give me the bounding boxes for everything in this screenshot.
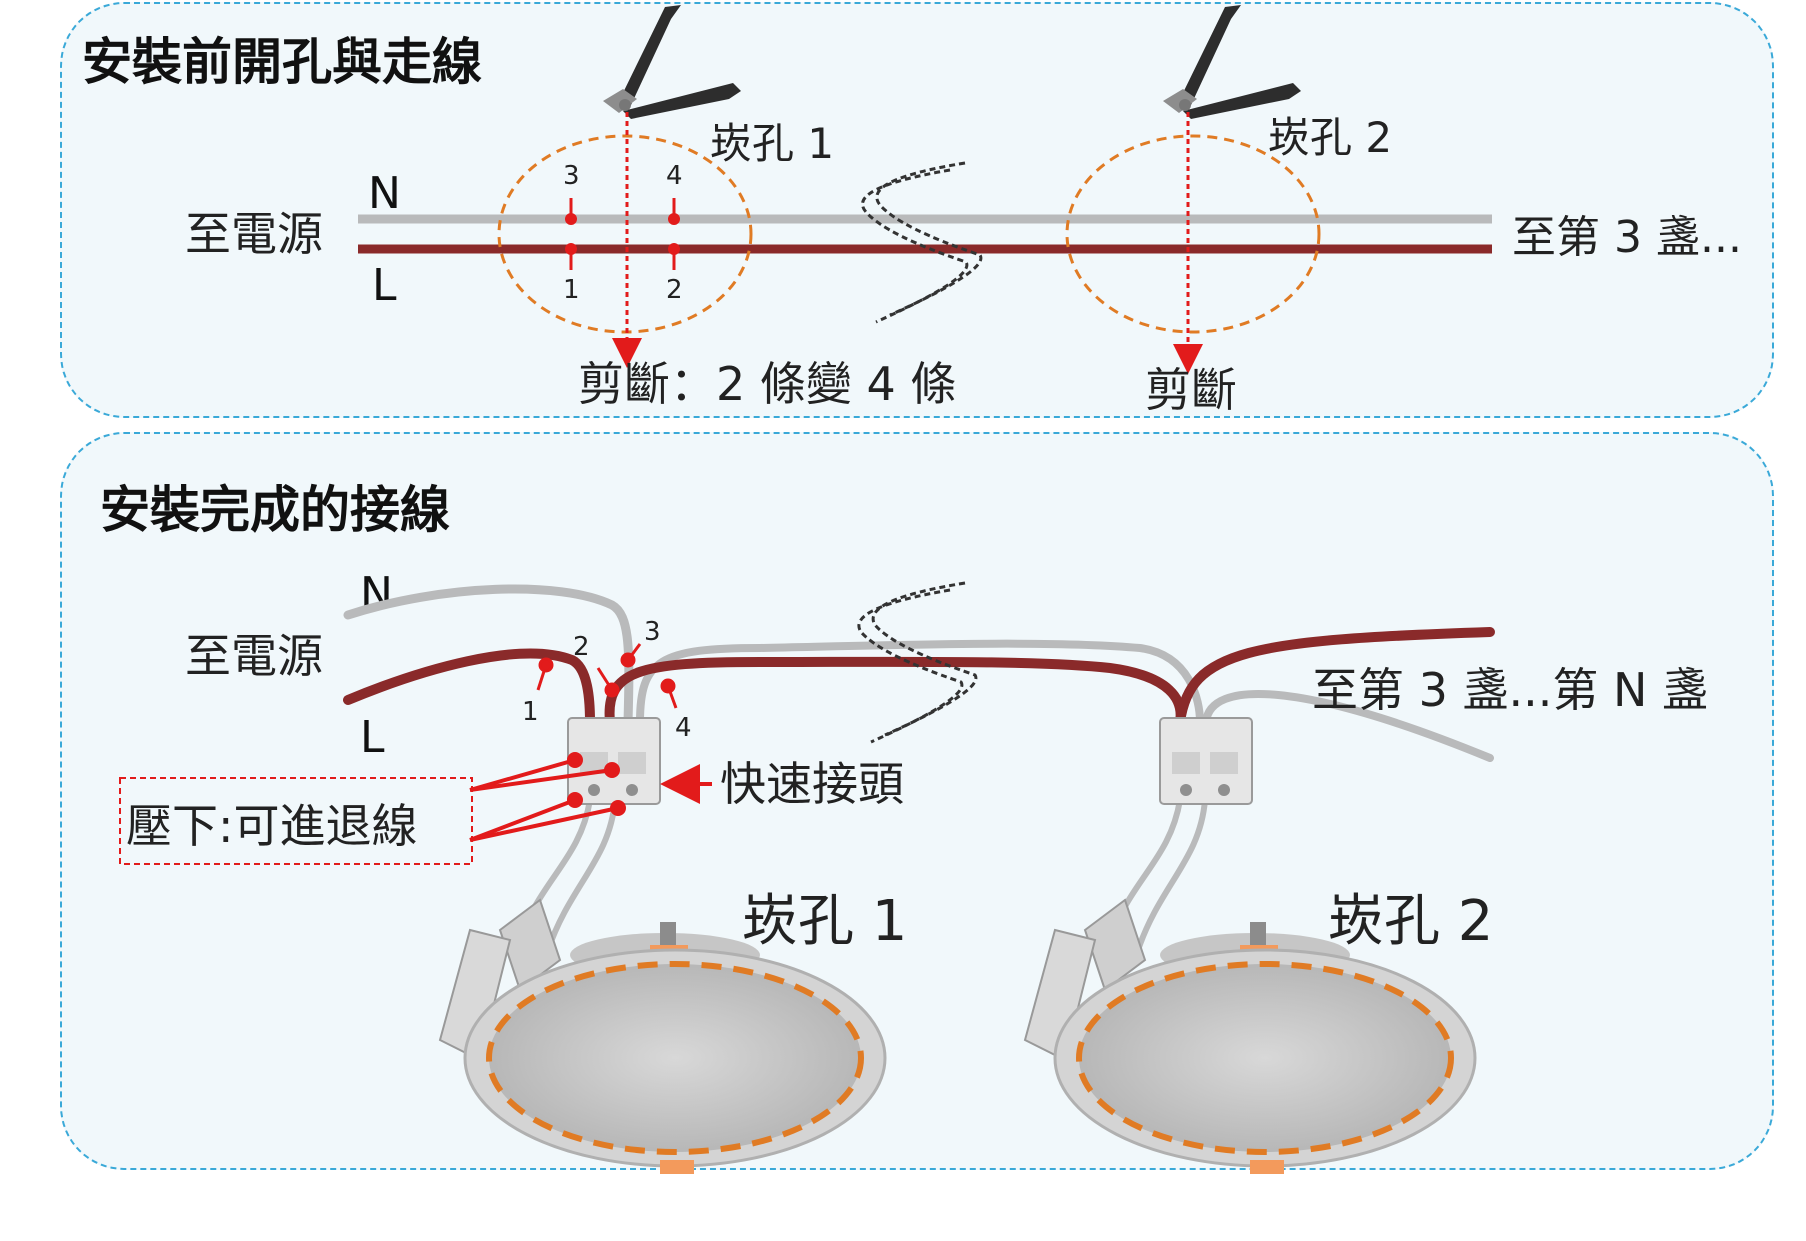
top-n-label: N: [368, 168, 401, 219]
bottom-hole1-label: 崁孔 1: [742, 889, 907, 954]
cut2-label: 剪斷: [1145, 363, 1237, 417]
wire-cutter-icon: [603, 5, 741, 119]
bottom-l-label: L: [360, 712, 385, 763]
top-hole1-label: 崁孔 1: [710, 119, 834, 168]
wire-number: 1: [522, 697, 539, 727]
connector-label: 快速接頭: [720, 757, 904, 811]
bottom-wires: [348, 589, 1490, 950]
wire-number: 4: [675, 713, 692, 743]
bottom-next-label: 至第 3 盞...第 N 盞: [1312, 663, 1708, 717]
bottom-hole2-label: 崁孔 2: [1328, 889, 1493, 954]
wire-number: 3: [644, 617, 661, 647]
top-point-number: 2: [666, 275, 683, 305]
wire-number: 2: [573, 632, 590, 662]
cut1-label: 剪斷：2 條變 4 條: [578, 357, 956, 411]
bottom-power-label: 至電源: [185, 629, 323, 683]
top-l-label: L: [372, 260, 397, 311]
quick-connector-icon: [1160, 718, 1252, 804]
top-point-number: 3: [563, 161, 580, 191]
top-hole2-outline: [1067, 136, 1319, 332]
top-point-number: 1: [563, 275, 580, 305]
wire-cutter-icon: [1163, 5, 1301, 119]
break-mark: [863, 163, 981, 322]
top-point-number: 4: [666, 161, 683, 191]
cut-points: [565, 198, 680, 270]
top-hole2-label: 崁孔 2: [1268, 113, 1392, 162]
press-label: 壓下:可進退線: [126, 799, 418, 853]
top-next-label: 至第 3 盞...: [1512, 212, 1742, 263]
top-power-label: 至電源: [185, 207, 323, 261]
